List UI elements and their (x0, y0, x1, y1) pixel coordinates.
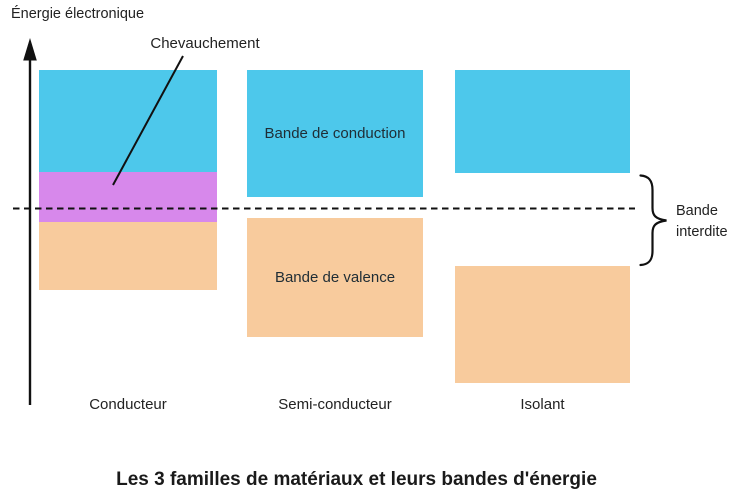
forbidden-band-brace (639, 174, 667, 267)
conductor-conduction-band (39, 70, 217, 172)
material-label-semi-conducteur: Semi-conducteur (278, 396, 392, 413)
semiconductor-valence-band: Bande de valence (247, 218, 423, 337)
material-label-conducteur: Conducteur (89, 396, 167, 413)
semiconductor-conduction-band: Bande de conduction (247, 70, 423, 197)
conductor-valence-band (39, 222, 217, 290)
insulator-valence-band (455, 266, 630, 383)
material-label-isolant: Isolant (520, 396, 565, 413)
y-axis-arrowhead-icon (23, 38, 37, 61)
insulator-conduction-band (455, 70, 630, 173)
y-axis-label: Énergie électronique (11, 6, 145, 22)
conduction-band-label: Bande de conduction (264, 125, 406, 142)
overlap-annotation-label: Chevauchement (150, 35, 260, 52)
forbidden-band-label: Bande interdite (676, 203, 728, 240)
diagram-title: Les 3 familles de matériaux et leurs ban… (116, 469, 597, 490)
conductor-overlap-band (39, 172, 217, 222)
valence-band-label: Bande de valence (274, 269, 396, 286)
